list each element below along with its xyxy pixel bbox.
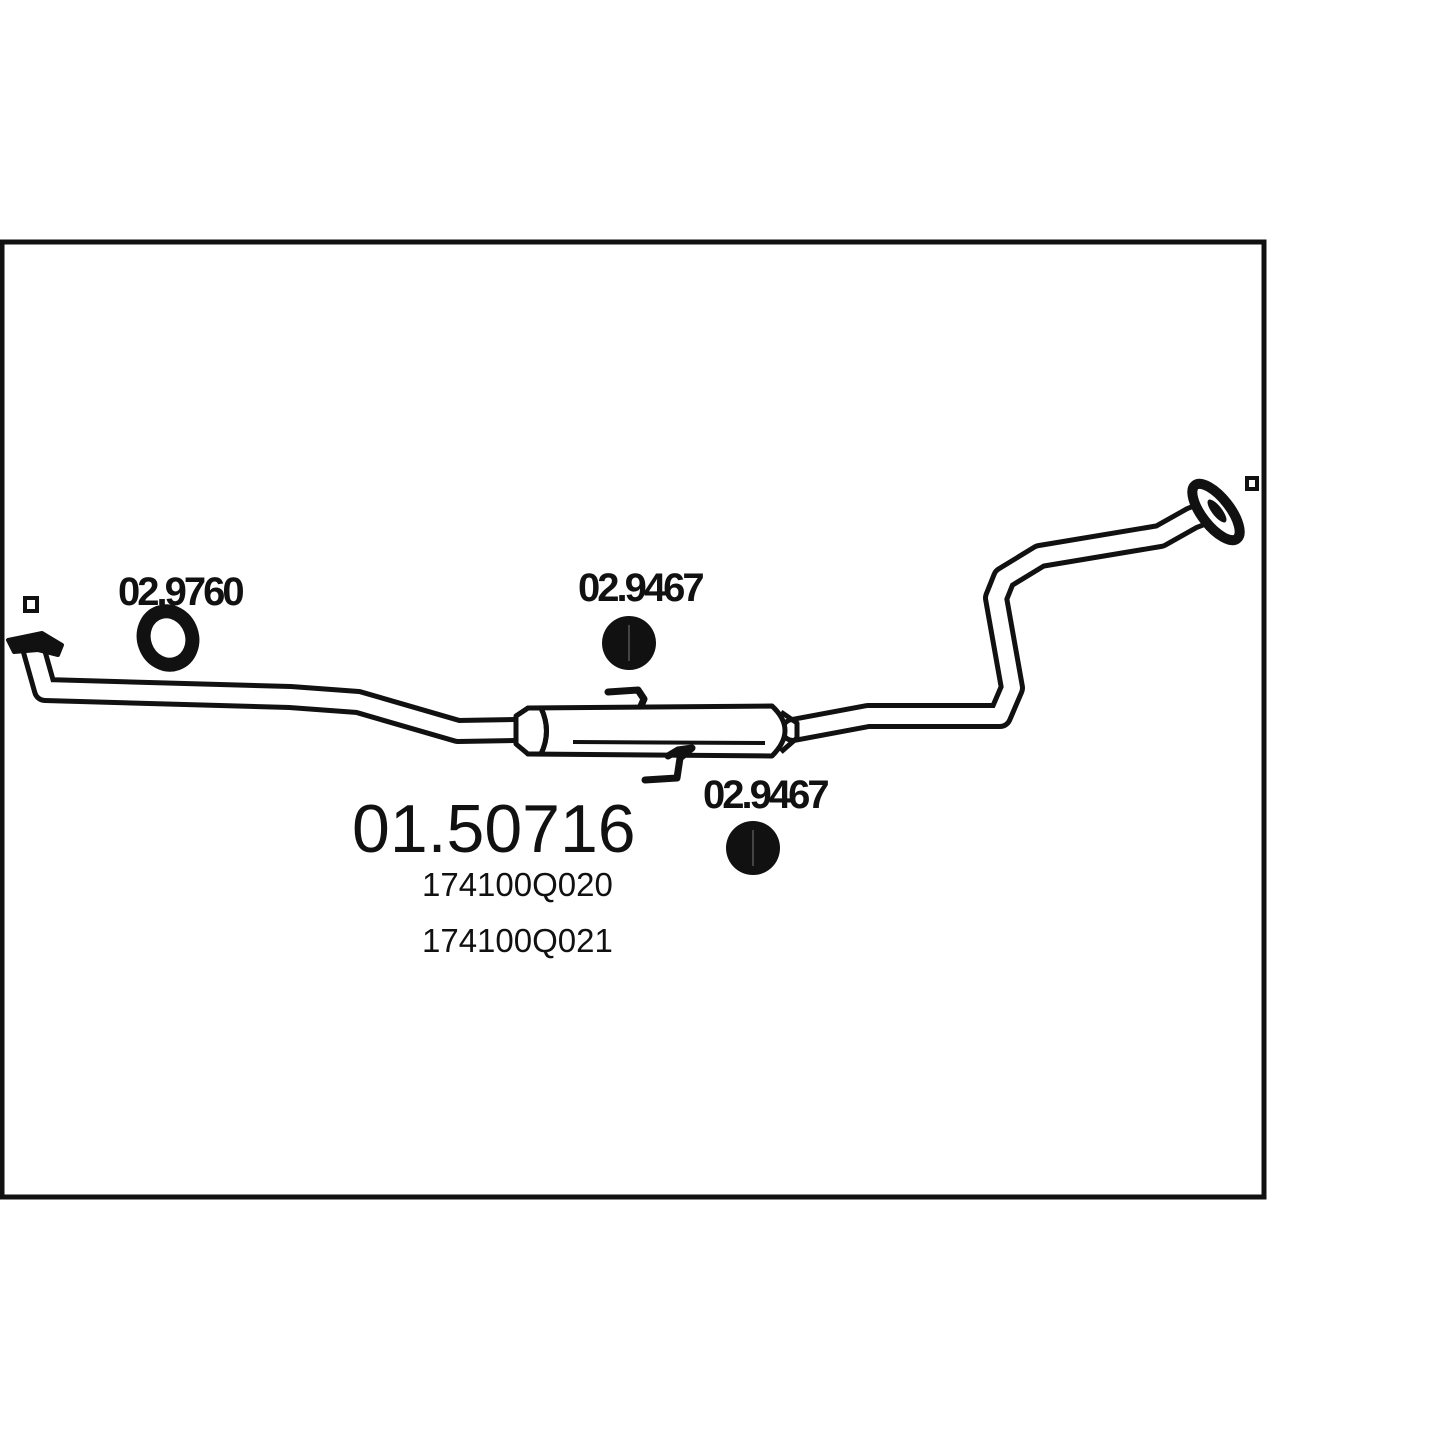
left-flange	[6, 631, 64, 657]
oem-number-1: 174100Q020	[422, 866, 613, 903]
left-end-marker	[23, 596, 39, 613]
diagram-frame	[0, 239, 1267, 1200]
rubber-ring-label: 02.9760	[118, 570, 243, 614]
rubber-ring-part	[136, 604, 200, 672]
silencer-hanger-bottom	[641, 744, 696, 784]
rubber-hanger-upper	[602, 616, 656, 670]
tail-pipe-right	[780, 497, 1226, 743]
rubber-hanger-lower	[726, 821, 780, 875]
silencer-body	[513, 703, 800, 759]
main-part-number: 01.50716	[352, 791, 636, 867]
front-pipe-left	[21, 638, 528, 744]
right-end-marker	[1245, 476, 1259, 491]
hanger-upper-label: 02.9467	[578, 566, 703, 610]
right-flange	[1187, 478, 1245, 546]
hanger-lower-label: 02.9467	[703, 773, 828, 817]
silencer-hanger-top	[604, 686, 648, 710]
oem-number-2: 174100Q021	[422, 922, 613, 959]
